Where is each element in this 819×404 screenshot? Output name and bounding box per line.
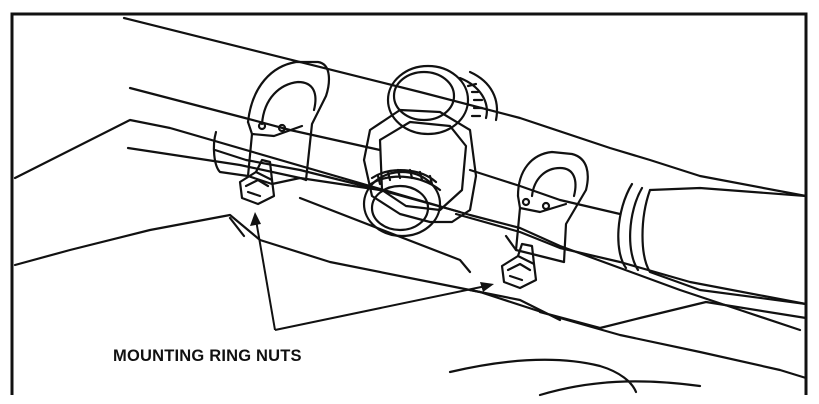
rifle-stock [13,118,808,380]
stock-side [468,288,808,330]
left-ring-nut [238,158,276,206]
mounting-ring-nuts-label: MOUNTING RING NUTS [113,347,302,365]
right-mounting-ring [504,150,589,264]
right-ring-nut [500,242,538,290]
scope-tube-lower [213,148,808,306]
scope-objective-bell [617,182,808,306]
leader-line-left [255,219,276,331]
elevation-knob [386,64,498,136]
scope-tube [122,16,808,216]
arrowhead-left [250,212,261,226]
diagram-frame [10,12,808,395]
windage-knob [362,168,442,238]
scope-turret [362,108,478,224]
leader-line-right [274,285,487,331]
left-mounting-ring [212,60,331,186]
stock-lower-contour [448,358,702,397]
arrowhead-right [480,282,494,292]
